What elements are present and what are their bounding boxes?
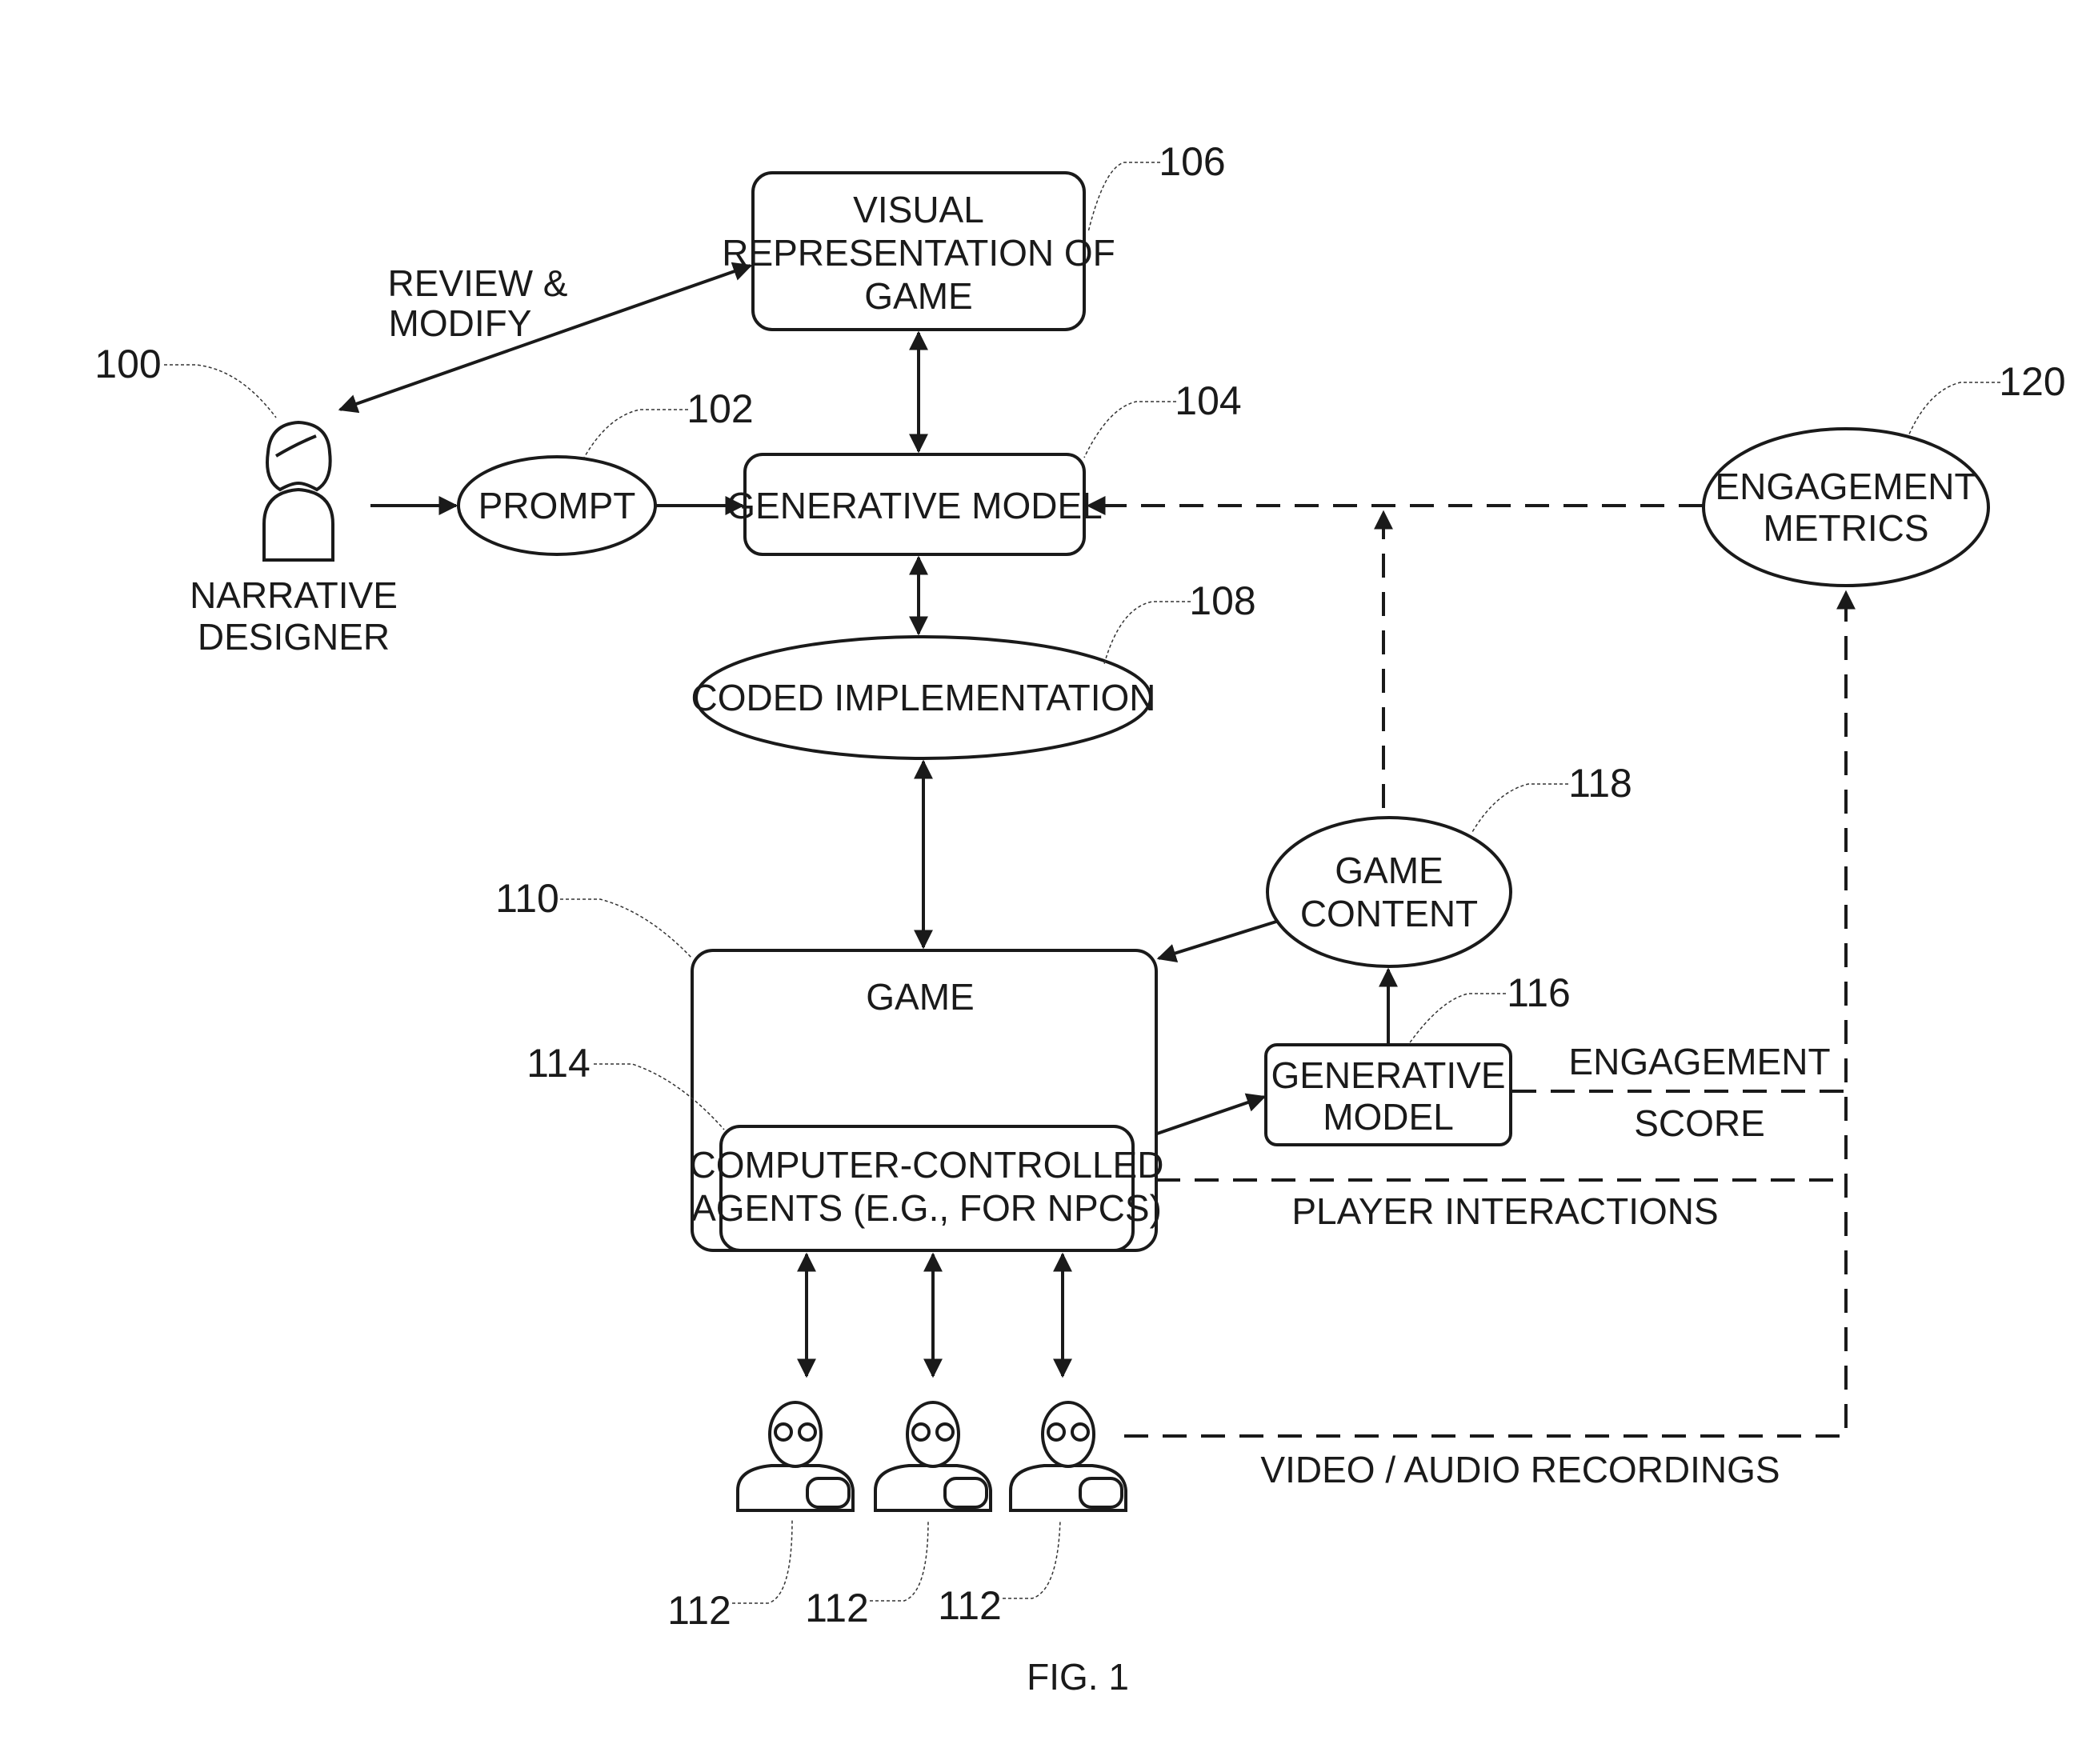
engagement-metrics-line2: METRICS [1764, 507, 1929, 549]
agents-line2: AGENTS (E.G., FOR NPCS) [691, 1187, 1162, 1229]
player-interactions-label: PLAYER INTERACTIONS [1291, 1190, 1718, 1232]
ref-106: 106 [1159, 139, 1225, 184]
generative-model-2-line1: GENERATIVE [1271, 1054, 1505, 1096]
ref-110: 110 [495, 876, 559, 921]
person-female-icon [262, 420, 334, 562]
ref-102: 102 [687, 386, 753, 431]
game-content-line1: GAME [1335, 850, 1443, 891]
engagement-score-line2: SCORE [1634, 1102, 1765, 1144]
designer-line1: NARRATIVE [190, 574, 398, 616]
content-to-game-arrow [1156, 920, 1277, 963]
leader-114 [594, 1063, 725, 1130]
ref-112-1: 112 [667, 1588, 731, 1633]
engagement-metrics-ellipse [1702, 427, 1990, 587]
review-modify-arrow [338, 262, 753, 414]
generative-model-2-line2: MODEL [1323, 1096, 1454, 1138]
visual-representation-box [751, 171, 1086, 331]
agents-box [719, 1125, 1135, 1252]
visual-line3: GAME [864, 275, 972, 317]
ref-118: 118 [1568, 761, 1632, 806]
prompt-ellipse [457, 455, 657, 556]
game-content-ellipse [1266, 816, 1512, 968]
engagement-metrics-line1: ENGAGEMENT [1715, 466, 1976, 507]
leader-116 [1407, 993, 1506, 1046]
coded-implementation-label: CODED IMPLEMENTATION [691, 677, 1156, 718]
ref-112-3: 112 [938, 1583, 1002, 1628]
generative-model-box [743, 453, 1086, 556]
ref-116: 116 [1507, 970, 1571, 1015]
leader-108 [1103, 601, 1191, 665]
recordings-dashed [1124, 590, 1856, 1438]
agents-line1: COMPUTER-CONTROLLED [690, 1144, 1164, 1186]
visual-line1: VISUAL [853, 189, 984, 230]
player-icon-3 [1009, 1401, 1127, 1512]
visual-line2: REPRESENTATION OF [722, 232, 1115, 274]
leader-110 [560, 898, 693, 959]
coded-implementation-ellipse [695, 635, 1152, 760]
review-label-line2: MODIFY [389, 302, 532, 344]
leader-112-2 [870, 1519, 929, 1602]
leader-100 [164, 364, 277, 418]
ref-104: 104 [1175, 378, 1241, 423]
ref-108: 108 [1189, 578, 1255, 623]
designer-line2: DESIGNER [198, 616, 390, 658]
figure-caption: FIG. 1 [1027, 1656, 1129, 1698]
ref-112-2: 112 [805, 1586, 869, 1630]
player-icon-1 [736, 1401, 855, 1512]
review-label-line1: REVIEW & [388, 262, 568, 304]
ref-114: 114 [527, 1041, 591, 1086]
game-label: GAME [866, 976, 974, 1018]
ref-100: 100 [94, 342, 161, 386]
leader-112-3 [1003, 1519, 1061, 1599]
leader-102 [583, 409, 688, 458]
generative-model-2-box [1264, 1043, 1512, 1146]
player-icon-2 [874, 1401, 992, 1512]
leader-112-1 [732, 1519, 793, 1604]
leader-106 [1087, 162, 1160, 233]
leader-118 [1471, 783, 1568, 833]
engagement-score-line1: ENGAGEMENT [1568, 1041, 1830, 1082]
recordings-label: VIDEO / AUDIO RECORDINGS [1260, 1449, 1780, 1490]
prompt-label: PROMPT [478, 485, 636, 526]
leader-104 [1083, 401, 1176, 458]
game-content-line2: CONTENT [1300, 893, 1478, 934]
leader-120 [1908, 382, 2000, 437]
ref-120: 120 [1999, 359, 2065, 404]
generative-model-label: GENERATIVE MODEL [727, 485, 1102, 526]
